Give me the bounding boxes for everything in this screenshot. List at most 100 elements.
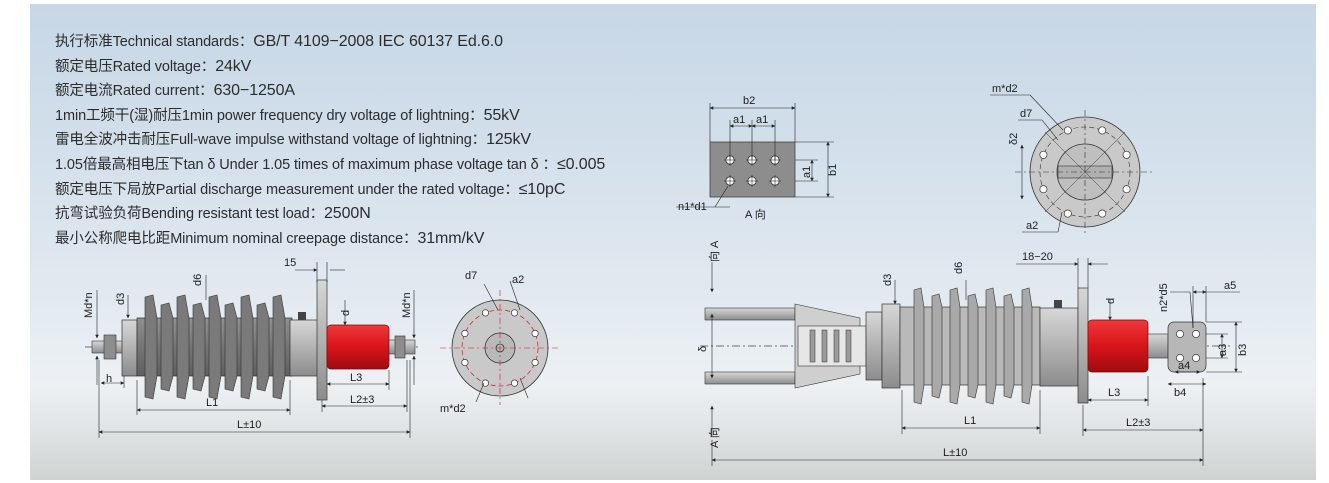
right-terminal-pins <box>809 329 852 363</box>
right-flange-hole <box>1098 209 1107 218</box>
dim-b2: b2 <box>743 95 755 107</box>
spec-rated-voltage: 额定电压Rated voltage：24kV <box>55 57 252 75</box>
terminal-holes <box>724 154 781 187</box>
right-shed <box>913 287 925 405</box>
dim-a1-second: a1 <box>756 114 768 126</box>
left-shed <box>144 294 158 400</box>
dim-l1-right: L1 <box>964 415 976 427</box>
pad-hole <box>1176 354 1184 362</box>
terminal-a-view: b2 a1 a1 a1 b1 n1*d1 A 向 <box>676 95 839 221</box>
pad-hole <box>1192 354 1200 362</box>
right-shed <box>931 293 943 399</box>
dim-l3-left: L3 <box>350 372 362 384</box>
left-flange-hole <box>481 309 490 317</box>
dim-md2-right-flange: m*d2 <box>992 83 1018 95</box>
dim-b4: b4 <box>1174 387 1186 399</box>
left-shed <box>160 302 174 392</box>
dim-direction-a-bottom: A 向 <box>707 427 721 448</box>
spec-power-frequency: 1min工频干(湿)耐压1min power frequency dry vol… <box>55 106 520 124</box>
left-shed <box>208 294 222 400</box>
spec-rated-current: 额定电流Rated current：630−1250A <box>55 82 295 100</box>
left-shed <box>256 302 270 392</box>
left-insulator-sheds <box>144 294 286 400</box>
dim-delta: δ <box>697 346 709 352</box>
right-flange-hole <box>1122 185 1131 194</box>
dim-d-left: d <box>340 310 352 316</box>
dim-a1-vertical: a1 <box>801 166 813 178</box>
dim-a4: a4 <box>1178 360 1190 372</box>
right-terminal-pad-holes <box>1176 330 1200 362</box>
right-nut-left-drawing <box>394 335 406 359</box>
left-nut <box>103 334 117 360</box>
right-flange-holes <box>1039 126 1131 218</box>
dim-delta2: δ2 <box>1008 133 1020 145</box>
dim-d3-right: d3 <box>882 274 894 286</box>
left-shed <box>272 294 286 400</box>
left-shed <box>240 294 254 400</box>
terminal-pin <box>821 329 828 363</box>
left-flange-body <box>289 319 319 377</box>
right-shed <box>967 293 979 399</box>
dim-a2-right-flange: a2 <box>1026 220 1038 232</box>
dim-b1: b1 <box>827 164 839 176</box>
right-flange-plate <box>1077 287 1089 404</box>
right-bushing-drawing: 向 A δ A 向 d3 d6 18−20 d n2*d5 a5 a3 b3 a… <box>697 240 1249 466</box>
spec-creepage: 最小公称爬电比距Minimum nominal creepage distanc… <box>55 229 485 247</box>
right-shed <box>1021 287 1033 405</box>
right-flange-view: m*d2 d7 δ2 a2 <box>990 83 1155 235</box>
right-flange-hole <box>1063 126 1072 135</box>
dim-d6-left: d6 <box>192 274 204 286</box>
dim-a1-first: a1 <box>733 114 745 126</box>
spec-list: 执行标准Technical standards：GB/T 4109−2008 I… <box>55 30 605 251</box>
dim-md2-left-flange: m*d2 <box>440 403 466 415</box>
terminal-pin <box>845 329 852 363</box>
right-flange-body <box>1039 307 1079 387</box>
spec-partial-discharge: 额定电压下局放Partial discharge measurement und… <box>55 180 566 198</box>
right-insulator-sheds <box>913 287 1033 405</box>
dim-d6-right: d6 <box>953 262 965 274</box>
left-shed <box>176 294 190 400</box>
terminal-view-caption: A 向 <box>745 207 766 221</box>
left-shed <box>192 302 206 392</box>
pad-hole <box>1192 330 1200 338</box>
left-flange-bolt <box>298 312 306 320</box>
right-terminal-bottom <box>704 371 796 385</box>
dim-direction-a-top: 向 A <box>707 240 721 262</box>
terminal-pin <box>833 329 840 363</box>
spec-standard: 执行标准Technical standards：GB/T 4109−2008 I… <box>55 33 503 50</box>
dim-n1-d1: n1*d1 <box>678 201 707 213</box>
right-cap <box>865 311 883 381</box>
right-terminal-top <box>704 307 796 321</box>
left-flange-holes <box>461 309 539 387</box>
dim-b3: b3 <box>1237 344 1249 356</box>
right-flange-hole <box>1122 150 1131 159</box>
left-red-conductor <box>326 324 390 370</box>
dim-a5: a5 <box>1224 280 1236 292</box>
left-flange-hole <box>461 329 469 338</box>
dim-d7-right-flange: d7 <box>1020 108 1032 120</box>
dim-md-n-left: Md*n <box>83 292 95 318</box>
dim-l3-right: L3 <box>1108 387 1120 399</box>
right-shed <box>1003 293 1015 399</box>
right-red-conductor <box>1087 319 1149 373</box>
left-flange-hole <box>510 309 519 317</box>
left-cap <box>121 319 138 377</box>
dim-18-20: 18−20 <box>1022 251 1053 263</box>
left-flange-hole <box>531 329 539 338</box>
right-flange-hole <box>1039 185 1048 194</box>
pad-hole <box>1176 330 1184 338</box>
dim-l1-left: L1 <box>206 397 218 409</box>
right-flange-hole <box>1039 150 1048 159</box>
dim-l-right: L±10 <box>943 447 967 459</box>
left-flange-hole <box>461 358 469 367</box>
spec-tan-delta: 1.05倍最高相电压下tan δ Under 1.05 times of max… <box>55 155 606 173</box>
left-flange-hole <box>531 358 539 367</box>
left-flange-view: d7 a2 m*d2 <box>440 270 560 415</box>
dim-n2-d5: n2*d5 <box>1158 283 1170 312</box>
right-flange-hole <box>1098 126 1107 135</box>
left-shed <box>224 302 238 392</box>
dim-15: 15 <box>284 257 296 269</box>
spec-impulse: 雷电全波冲击耐压Full-wave impulse withstand volt… <box>55 131 531 149</box>
dim-l2-right: L2±3 <box>1126 417 1150 429</box>
